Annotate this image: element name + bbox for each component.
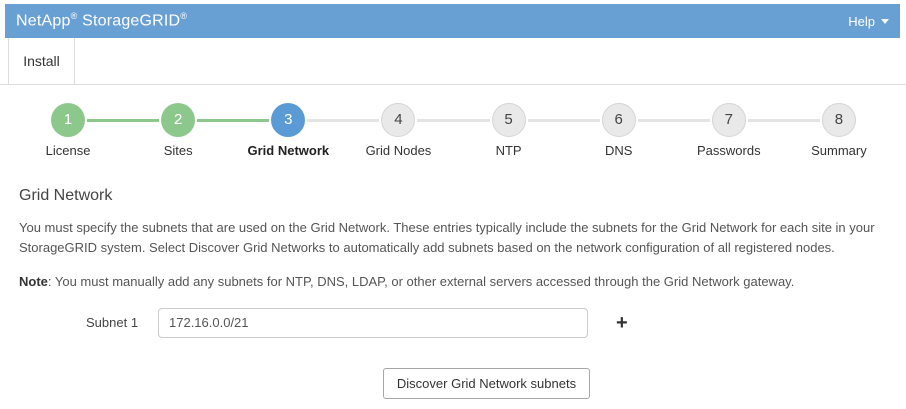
registered-mark: ® (180, 11, 188, 22)
brand-storagegrid: StorageGRID (82, 12, 181, 30)
app-header: NetApp® StorageGRID® Help (5, 4, 900, 38)
wizard-step-passwords: 7 Passwords (637, 103, 784, 158)
note-body: : You must manually add any subnets for … (47, 274, 795, 290)
step-label-grid-nodes: Grid Nodes (365, 143, 432, 158)
step-label-sites: Sites (163, 143, 193, 158)
tab-install[interactable]: Install (8, 38, 75, 84)
wizard-step-grid-nodes: 4 Grid Nodes (307, 103, 453, 158)
wizard-step-ntp: 5 NTP (417, 103, 564, 158)
registered-mark: ® (70, 11, 78, 22)
step-label-grid-network: Grid Network (247, 143, 330, 158)
step-circle-2[interactable]: 2 (161, 103, 196, 137)
step-label-ntp: NTP (495, 143, 522, 158)
tab-bar: Install (0, 38, 906, 85)
help-label: Help (848, 13, 875, 29)
description-text: You must specify the subnets that are us… (19, 220, 875, 256)
step-label-passwords: Passwords (697, 143, 761, 158)
discover-row: Discover Grid Network subnets (19, 367, 886, 399)
step-circle-1[interactable]: 1 (51, 103, 86, 137)
subnet-input[interactable] (158, 307, 588, 338)
page: NetApp® StorageGRID® Help Install 1 Lice… (0, 4, 906, 399)
step-label-summary: Summary (811, 143, 867, 158)
step-circle-7[interactable]: 7 (711, 103, 746, 137)
brand-netapp: NetApp (16, 12, 71, 30)
page-title: Grid Network (19, 187, 113, 204)
main-content: Grid Network You must specify the subnet… (5, 187, 900, 399)
help-menu[interactable]: Help (848, 14, 889, 29)
subnet-row: Subnet 1 + (86, 307, 886, 338)
step-circle-5[interactable]: 5 (491, 103, 526, 137)
app-title: NetApp® StorageGRID® (16, 11, 187, 30)
note-label: Note (19, 274, 48, 290)
step-circle-4[interactable]: 4 (381, 103, 416, 137)
wizard-step-license: 1 License (13, 103, 123, 158)
wizard-step-sites: 2 Sites (87, 103, 233, 158)
step-label-license: License (45, 143, 91, 158)
step-circle-3[interactable]: 3 (271, 103, 306, 137)
step-circle-6[interactable]: 6 (601, 103, 636, 137)
note-text: Note: You must manually add any subnets … (19, 272, 886, 292)
wizard-steps: 1 License 2 Sites 3 Grid Network 4 Grid … (13, 103, 894, 158)
caret-down-icon (881, 18, 889, 24)
wizard-step-grid-network: 3 Grid Network (197, 103, 343, 158)
wizard-step-summary: 8 Summary (747, 103, 894, 158)
add-subnet-icon[interactable]: + (616, 311, 628, 334)
discover-subnets-button[interactable]: Discover Grid Network subnets (382, 367, 591, 399)
step-label-dns: DNS (604, 143, 633, 158)
subnet-label: Subnet 1 (86, 315, 139, 331)
wizard-step-dns: 6 DNS (527, 103, 674, 158)
step-circle-8[interactable]: 8 (821, 103, 856, 137)
